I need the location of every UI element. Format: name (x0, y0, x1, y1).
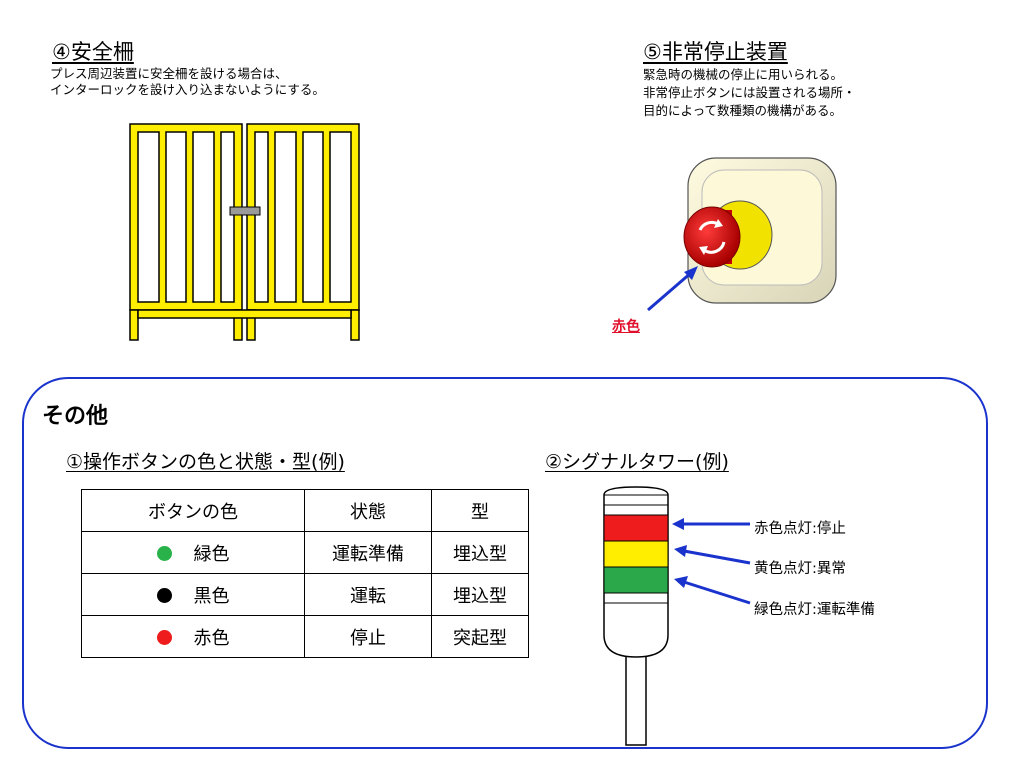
gate-latch (229, 206, 261, 216)
green-lamp (603, 566, 669, 594)
yellow-lamp-label: 黄色点灯:異常 (754, 561, 846, 577)
other-section-box (22, 377, 988, 749)
safety-fence-title: ④安全柵 (52, 40, 134, 64)
type-cell: 埋込型 (431, 531, 529, 574)
safety-fence-desc-line: プレス周辺装置に安全柵を設ける場合は、 (50, 66, 288, 81)
emergency-stop-description: 緊急時の機械の停止に用いられる。 非常停止ボタンには設置される場所・ 目的によっ… (643, 66, 856, 120)
safety-fence-description: プレス周辺装置に安全柵を設ける場合は、 インターロックを設け入り込まないようにす… (50, 66, 325, 98)
black-dot-icon (156, 587, 172, 603)
safety-fence-illustration (129, 123, 360, 341)
other-section-title: その他 (42, 404, 109, 429)
emergency-stop-title: ⑤非常停止装置 (643, 40, 788, 64)
red-dot-icon (156, 629, 172, 645)
state-cell: 停止 (304, 615, 432, 658)
color-cell: 赤色 (81, 615, 305, 658)
safety-fence-desc-line: インターロックを設け入り込まないようにする。 (50, 82, 325, 97)
red-lamp (603, 514, 669, 542)
stop-pointer-arrow (647, 270, 693, 312)
emergency-stop-desc-line: 非常停止ボタンには設置される場所・ (643, 85, 856, 100)
yellow-lamp-arrow (683, 549, 751, 565)
header-type: 型 (431, 489, 529, 532)
red-color-label: 赤色 (612, 319, 640, 335)
table-header-row: ボタンの色 状態 型 (81, 489, 529, 532)
color-name: 黒色 (193, 585, 230, 607)
type-cell: 埋込型 (431, 573, 529, 616)
table-row: 黒色 運転 埋込型 (81, 573, 529, 616)
header-button-color: ボタンの色 (81, 489, 305, 532)
green-lamp-label: 緑色点灯:運転準備 (754, 602, 875, 618)
red-lamp-label: 赤色点灯:停止 (754, 521, 846, 537)
state-cell: 運転準備 (304, 531, 432, 574)
emergency-stop-desc-line: 緊急時の機械の停止に用いられる。 (643, 67, 844, 82)
header-state: 状態 (304, 489, 432, 532)
emergency-stop-illustration (647, 157, 837, 312)
button-color-table: ボタンの色 状態 型 緑色 運転準備 埋込型 黒色 運転 埋込型 赤色 停止 突… (81, 489, 529, 658)
signal-tower-illustration (603, 486, 751, 746)
color-name: 赤色 (193, 627, 230, 649)
color-name: 緑色 (193, 543, 230, 565)
state-cell: 運転 (304, 573, 432, 616)
green-dot-icon (156, 545, 172, 561)
tower-pole (625, 654, 647, 746)
yellow-lamp (603, 540, 669, 568)
signal-tower-subtitle: ②シグナルタワー(例) (545, 451, 729, 473)
type-cell: 突起型 (431, 615, 529, 658)
table-row: 赤色 停止 突起型 (81, 615, 529, 658)
table-row: 緑色 運転準備 埋込型 (81, 531, 529, 574)
emergency-stop-desc-line: 目的によって数種類の機構がある。 (643, 103, 843, 118)
stop-button-head (683, 206, 741, 268)
color-cell: 黒色 (81, 573, 305, 616)
color-cell: 緑色 (81, 531, 305, 574)
button-colors-subtitle: ①操作ボタンの色と状態・型(例) (66, 451, 345, 473)
green-lamp-arrow (683, 580, 751, 605)
